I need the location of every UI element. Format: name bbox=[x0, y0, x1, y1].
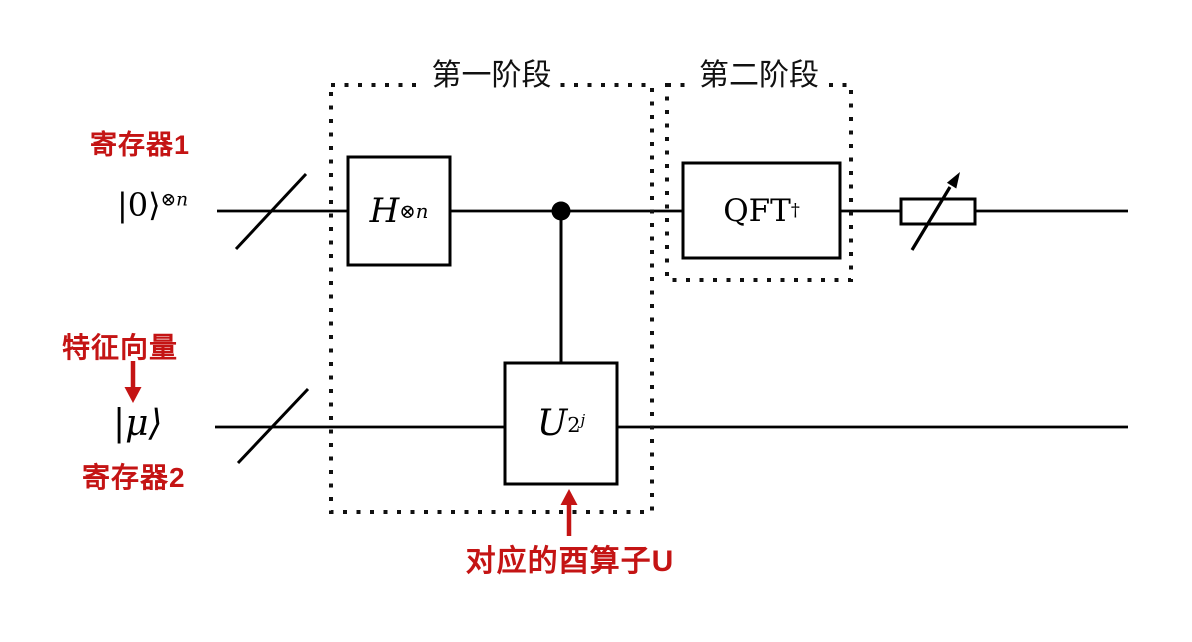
qft-base: QFT bbox=[723, 192, 791, 229]
measurement-meter-icon bbox=[899, 197, 977, 226]
qft-gate-label: QFT† bbox=[683, 163, 840, 258]
hadamard-gate-box bbox=[346, 155, 452, 267]
unitary-base: U bbox=[536, 403, 568, 444]
register1-label: 寄存器1 bbox=[90, 130, 191, 160]
register2-state: |μ⟩ bbox=[113, 403, 163, 444]
unitary-sup-exp: j bbox=[580, 410, 586, 429]
qft-dagger-sup: † bbox=[790, 200, 800, 221]
eigenvector-arrow-head-icon bbox=[124, 387, 142, 403]
unitary-note-arrow-head-icon bbox=[560, 489, 578, 505]
register2-label: 寄存器2 bbox=[82, 462, 186, 493]
eigenvector-label: 特征向量 bbox=[62, 332, 179, 363]
unitary-gate-box bbox=[503, 361, 619, 486]
hadamard-base: H bbox=[369, 191, 400, 231]
hadamard-sup: ⊗n bbox=[399, 199, 429, 223]
unitary-note-label: 对应的酉算子U bbox=[465, 545, 675, 578]
measurement-arrow-head bbox=[946, 172, 960, 189]
register1-state: |0⟩⊗n bbox=[117, 186, 188, 224]
control-dot bbox=[551, 201, 571, 221]
multi-qubit-slash-reg1 bbox=[234, 172, 308, 251]
multi-qubit-slash-reg2 bbox=[236, 387, 310, 465]
unitary-sup-base: 2 bbox=[567, 412, 581, 437]
register1-state-base: |0⟩ bbox=[117, 186, 161, 224]
register1-state-sup: ⊗n bbox=[160, 189, 189, 211]
hadamard-gate-label: H⊗n bbox=[348, 157, 450, 265]
qft-gate-box bbox=[681, 161, 842, 260]
stage1-dotted-box bbox=[329, 83, 654, 514]
measurement-arrow-shaft bbox=[910, 186, 952, 251]
